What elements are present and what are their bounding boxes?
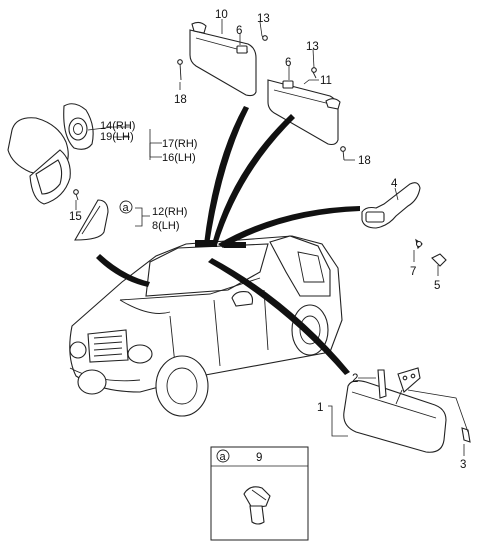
callout-15: 15 <box>69 211 82 223</box>
inset-detail-box: a 9 <box>210 446 309 541</box>
ref-marker-a-label: a <box>123 202 130 214</box>
outside-mirror <box>7 103 94 205</box>
callout-5: 5 <box>434 280 440 292</box>
callout-19: 19(LH) <box>100 131 134 143</box>
inset-marker-label: a <box>220 451 227 463</box>
sun-visor-lh <box>177 21 268 97</box>
callout-12: 12(RH) <box>152 206 187 218</box>
ref-marker-a <box>119 200 133 214</box>
callout-11: 11 <box>320 75 332 87</box>
inset-part-number: 9 <box>256 452 262 464</box>
callout-4: 4 <box>391 178 398 190</box>
callout-1: 1 <box>317 402 323 414</box>
callout-labels: 10 13 6 18 13 6 11 18 14(RH) 19(LH) 17(R… <box>69 9 466 471</box>
callout-8: 8(LH) <box>152 220 180 232</box>
callout-13-upper: 13 <box>257 13 270 25</box>
callout-16: 16(LH) <box>162 152 196 164</box>
callout-7: 7 <box>410 266 416 278</box>
callout-3: 3 <box>460 459 466 471</box>
callout-10: 10 <box>215 9 228 21</box>
leader-lines <box>75 19 469 456</box>
callout-13-right: 13 <box>306 41 319 53</box>
callout-2: 2 <box>352 373 358 385</box>
callout-18-right: 18 <box>358 155 371 167</box>
callout-17: 17(RH) <box>162 138 197 150</box>
assist-handle <box>361 182 447 267</box>
visor-clip-part <box>243 486 271 525</box>
callout-6-upper: 6 <box>236 25 242 37</box>
pointer-arrows <box>96 106 360 375</box>
inside-rear-view-mirror <box>343 367 471 453</box>
mirror-corner-trim <box>74 199 109 241</box>
inset-marker-circle <box>216 449 230 463</box>
callout-14: 14(RH) <box>100 120 135 132</box>
callout-18-left: 18 <box>174 94 187 106</box>
callout-6-right: 6 <box>285 57 291 69</box>
